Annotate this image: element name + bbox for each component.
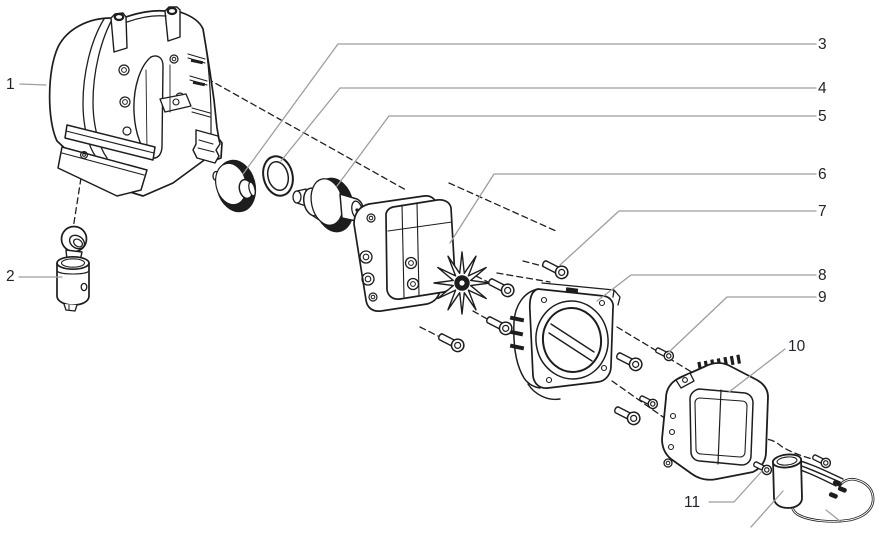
- capacitor-wire-assembly-icon: [771, 453, 875, 523]
- callout-label-9: 9: [818, 289, 827, 306]
- slider-assembly-icon: [56, 225, 90, 312]
- fan-baffle-icon: [508, 282, 621, 401]
- callout-leader-lines: [18, 43, 841, 528]
- small-gear-icon: [212, 159, 257, 213]
- motor-screw-7-icon: [539, 256, 571, 282]
- small-screw-9-icon: [653, 344, 676, 363]
- callout-label-8: 8: [818, 267, 827, 284]
- callout-label-6: 6: [818, 166, 827, 183]
- motor-housing-icon: [48, 6, 223, 197]
- large-gear-icon: [292, 177, 364, 233]
- motor-icon: [353, 195, 491, 315]
- motor-screw-icon: [483, 312, 515, 338]
- washer-icon: [262, 155, 294, 197]
- callout-label-2: 2: [6, 268, 15, 285]
- motor-screw-icon: [485, 274, 517, 300]
- control-box-icon: [661, 354, 769, 481]
- baffle-screw-icon: [611, 402, 643, 428]
- callout-label-1: 1: [6, 76, 15, 93]
- baffle-screw-icon: [613, 348, 645, 374]
- screws: [435, 256, 833, 477]
- motor-screw-icon: [435, 329, 467, 355]
- callout-label-4: 4: [818, 80, 827, 97]
- callout-label-5: 5: [818, 108, 827, 125]
- callout-label-11: 11: [684, 494, 701, 511]
- callout-label-7: 7: [818, 203, 827, 220]
- capacitor-icon: [772, 458, 803, 509]
- callout-label-3: 3: [818, 36, 827, 53]
- callout-label-10: 10: [788, 338, 806, 355]
